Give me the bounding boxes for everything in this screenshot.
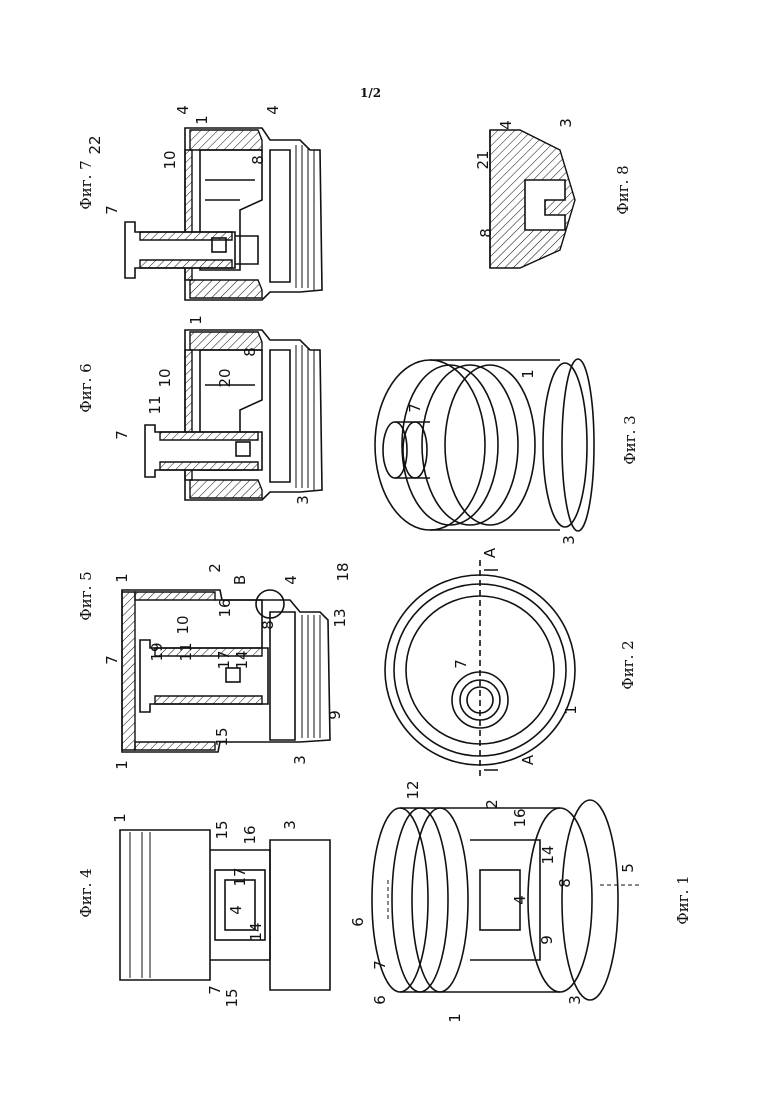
ref-label: 14 xyxy=(233,650,251,669)
fig1-drawing xyxy=(372,800,640,1000)
page-number: 1/2 xyxy=(360,86,381,100)
ref-label: 17 xyxy=(231,867,249,886)
ref-label: 3 xyxy=(294,495,312,505)
ref-label: 4 xyxy=(227,905,245,915)
fig2-drawing xyxy=(385,560,575,780)
ref-label: 11 xyxy=(146,395,164,414)
ref-label: B xyxy=(231,575,249,585)
ref-label: 3 xyxy=(291,755,309,765)
fig7-drawing xyxy=(125,128,322,300)
fig1-caption: Фиг. 1 xyxy=(674,875,692,924)
fig6-drawing xyxy=(145,330,322,500)
ref-label: 15 xyxy=(213,727,231,746)
ref-label: 8 xyxy=(249,155,267,165)
fig5-caption: Фиг. 5 xyxy=(77,571,95,620)
fig8-caption: Фиг. 8 xyxy=(614,165,632,214)
ref-label: 8 xyxy=(259,620,277,630)
ref-label: 7 xyxy=(103,655,121,665)
ref-label: 1 xyxy=(113,573,131,583)
ref-label: 6 xyxy=(371,995,389,1005)
ref-label: 14 xyxy=(247,922,265,941)
ref-label: 2 xyxy=(483,799,501,809)
ref-label: 4 xyxy=(264,105,282,115)
ref-label: 9 xyxy=(538,935,556,945)
ref-label: 16 xyxy=(241,825,259,844)
ref-label: 8 xyxy=(477,228,495,238)
ref-label: 7 xyxy=(103,205,121,215)
ref-label: 10 xyxy=(161,150,179,169)
ref-label: 8 xyxy=(241,347,259,357)
ref-label: 6 xyxy=(349,917,367,927)
fig3-caption: Фиг. 3 xyxy=(621,415,639,464)
ref-label: 10 xyxy=(174,615,192,634)
ref-label: 21 xyxy=(474,150,492,169)
ref-label: 4 xyxy=(497,120,515,130)
fig4-drawing xyxy=(120,830,330,990)
ref-label: 3 xyxy=(560,535,578,545)
ref-label: 3 xyxy=(281,820,299,830)
fig7-caption: Фиг. 7 xyxy=(77,160,95,209)
ref-label: 2 xyxy=(206,563,224,573)
ref-label: 20 xyxy=(216,368,234,387)
ref-label: 15 xyxy=(223,988,241,1007)
fig2-caption: Фиг. 2 xyxy=(619,640,637,689)
ref-label: 13 xyxy=(331,608,349,627)
ref-label: 9 xyxy=(326,710,344,720)
ref-label: 7 xyxy=(452,659,470,669)
ref-label: 1 xyxy=(519,369,537,379)
ref-label: A xyxy=(481,548,499,558)
ref-label: 11 xyxy=(177,642,195,661)
ref-label: 3 xyxy=(566,995,584,1005)
ref-label: 14 xyxy=(539,845,557,864)
ref-label: A xyxy=(519,755,537,765)
ref-label: 16 xyxy=(216,598,234,617)
ref-label: 7 xyxy=(206,985,224,995)
ref-label: 5 xyxy=(619,863,637,873)
ref-label: 1 xyxy=(562,705,580,715)
ref-label: 12 xyxy=(404,780,422,799)
ref-label: 7 xyxy=(371,960,389,970)
ref-label: 15 xyxy=(213,820,231,839)
ref-label: 16 xyxy=(511,808,529,827)
ref-label: 22 xyxy=(86,135,104,154)
fig3-drawing xyxy=(375,359,594,531)
ref-label: 17 xyxy=(215,650,233,669)
fig4-caption: Фиг. 4 xyxy=(77,868,95,917)
ref-label: 4 xyxy=(174,105,192,115)
ref-label: 1 xyxy=(446,1013,464,1023)
ref-label: 1 xyxy=(113,760,131,770)
fig8-drawing xyxy=(490,130,575,268)
ref-label: 7 xyxy=(406,403,424,413)
ref-label: 4 xyxy=(282,575,300,585)
ref-label: 1 xyxy=(187,315,205,325)
ref-label: 18 xyxy=(334,562,352,581)
ref-label: 1 xyxy=(111,813,129,823)
ref-label: 10 xyxy=(156,368,174,387)
ref-label: 3 xyxy=(557,118,575,128)
ref-label: 19 xyxy=(148,642,166,661)
ref-label: 4 xyxy=(511,895,529,905)
ref-label: 7 xyxy=(113,430,131,440)
ref-label: 8 xyxy=(556,878,574,888)
ref-label: 1 xyxy=(193,115,211,125)
fig6-caption: Фиг. 6 xyxy=(77,363,95,412)
